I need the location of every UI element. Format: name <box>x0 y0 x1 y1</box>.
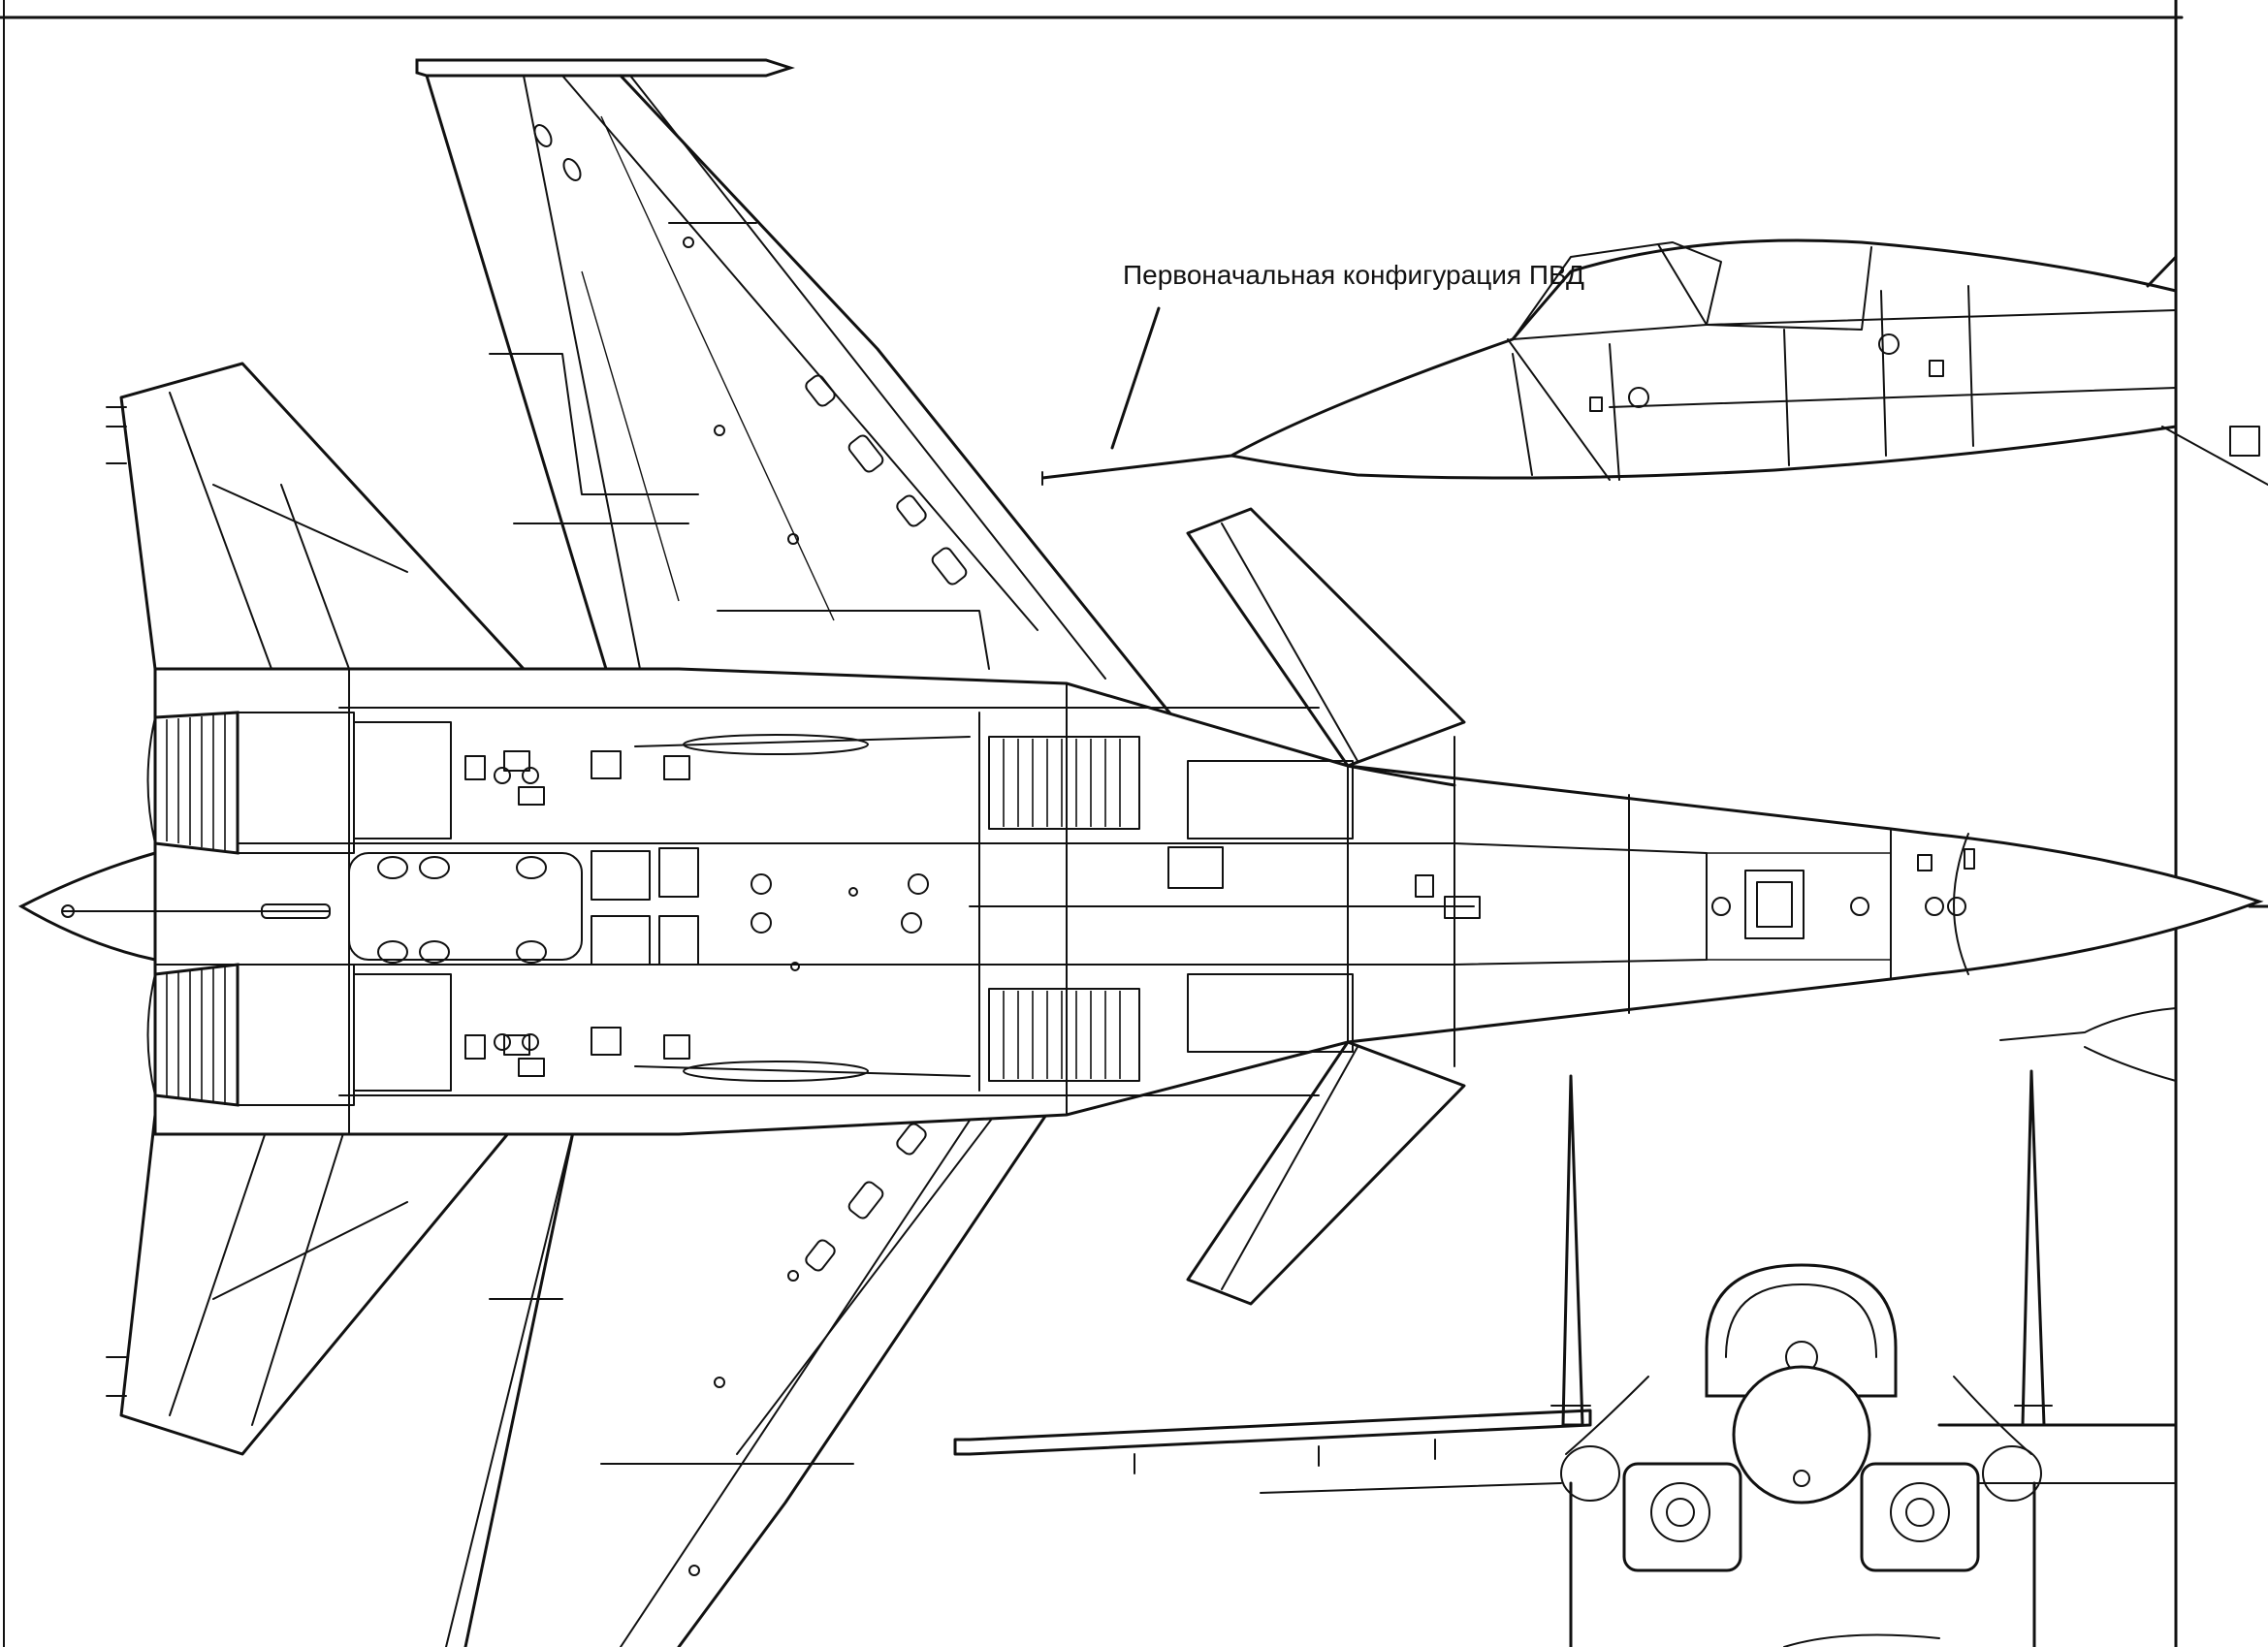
vertical-fin-upper <box>1186 507 1466 768</box>
engine-bay-upper <box>237 712 971 854</box>
side-view-lower-nose <box>1999 1007 2177 1082</box>
front-intake-right <box>1860 1445 2042 1572</box>
sheet-frame <box>0 0 2184 1647</box>
intake-lower <box>988 973 1354 1082</box>
engine-nozzle-upper <box>146 711 240 855</box>
fuselage <box>153 667 2264 1136</box>
upper-wing <box>415 58 1175 719</box>
pitot-callout-label: Первоначальная конфигурация ПВД <box>1123 260 1584 290</box>
lower-stabilizer <box>106 1113 526 1456</box>
engine-bay-lower <box>237 964 971 1106</box>
top-view <box>17 58 2268 1647</box>
front-view <box>953 1069 2178 1647</box>
intake-upper <box>988 736 1354 839</box>
upper-stabilizer <box>106 362 526 671</box>
side-view-nose <box>1041 238 2268 486</box>
vertical-fin-lower <box>1186 1040 1466 1306</box>
front-intake-left <box>1560 1445 1742 1572</box>
tail-cone <box>17 847 699 966</box>
callout-leader <box>1110 306 1161 450</box>
engine-nozzle-lower <box>146 963 240 1107</box>
